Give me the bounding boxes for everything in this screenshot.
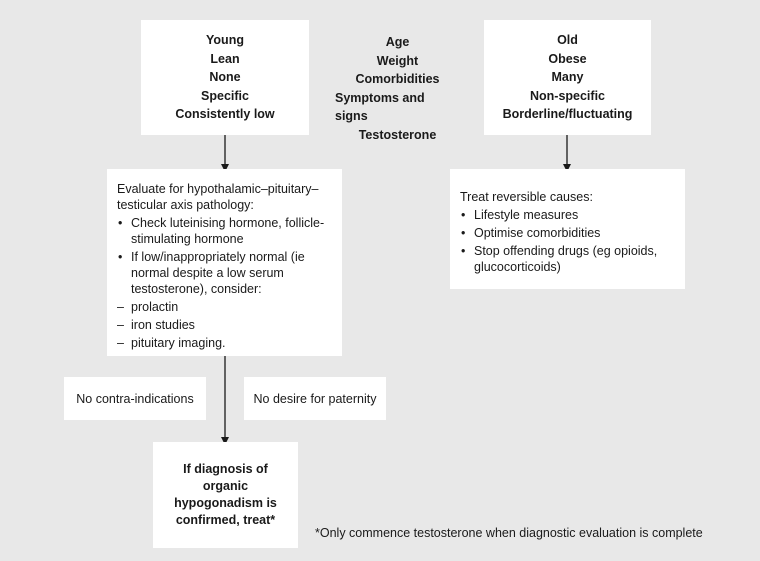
criterion-weight: Weight bbox=[376, 53, 419, 68]
evaluate-list: Check luteinising hormone, follicle-stim… bbox=[117, 215, 332, 297]
treat-item-lifestyle: Lifestyle measures bbox=[460, 207, 675, 223]
criterion-symptoms: Symptoms and signs bbox=[335, 90, 425, 124]
no-contraindications-box: No contra-indications bbox=[64, 377, 206, 420]
profile-symptoms-nonspecific: Non-specific bbox=[529, 88, 605, 103]
profile-weight-obese: Obese bbox=[548, 51, 587, 66]
profile-age-old: Old bbox=[557, 33, 578, 48]
profile-testosterone-borderline: Borderline/fluctuating bbox=[502, 107, 633, 122]
evaluate-intro: Evaluate for hypothalamic–pituitary–test… bbox=[117, 182, 319, 212]
no-paternity-box: No desire for paternity bbox=[244, 377, 386, 420]
footnote: *Only commence testosterone when diagnos… bbox=[315, 526, 703, 540]
evaluate-bullet-low-normal: If low/inappropriately normal (ie normal… bbox=[117, 249, 332, 297]
treat-item-comorbidities: Optimise comorbidities bbox=[460, 225, 675, 241]
profile-comorbidities-none: None bbox=[209, 70, 241, 85]
sub-item-pituitary-imaging: pituitary imaging. bbox=[117, 334, 332, 352]
no-paternity-label: No desire for paternity bbox=[253, 391, 377, 406]
evaluate-sublist: prolactin iron studies pituitary imaging… bbox=[117, 298, 332, 352]
no-contraindications-label: No contra-indications bbox=[76, 391, 194, 406]
treat-item-offending-drugs: Stop offending drugs (eg opioids, glucoc… bbox=[460, 243, 675, 275]
treat-reversible-list: Lifestyle measures Optimise comorbiditie… bbox=[460, 207, 675, 275]
final-treat-box: If diagnosis of organic hypogonadism is … bbox=[153, 442, 298, 548]
criteria-column: Age Weight Comorbidities Symptoms and si… bbox=[335, 33, 460, 144]
sub-item-iron-studies: iron studies bbox=[117, 316, 332, 334]
sub-item-prolactin: prolactin bbox=[117, 298, 332, 316]
profile-box-young: Young Lean None Specific Consistently lo… bbox=[141, 20, 309, 135]
profile-comorbidities-many: Many bbox=[551, 70, 584, 85]
profile-box-old: Old Obese Many Non-specific Borderline/f… bbox=[484, 20, 651, 135]
final-treat-text: If diagnosis of organic hypogonadism is … bbox=[174, 462, 277, 527]
profile-weight-lean: Lean bbox=[210, 51, 240, 66]
treat-reversible-box: Treat reversible causes: Lifestyle measu… bbox=[450, 169, 685, 289]
treat-reversible-title: Treat reversible causes: bbox=[460, 190, 593, 204]
evaluate-bullet-lh-fsh: Check luteinising hormone, follicle-stim… bbox=[117, 215, 332, 247]
profile-testosterone-low: Consistently low bbox=[175, 107, 275, 122]
criterion-age: Age bbox=[385, 35, 410, 49]
criterion-comorbidities: Comorbidities bbox=[355, 72, 440, 86]
evaluate-box: Evaluate for hypothalamic–pituitary–test… bbox=[107, 169, 342, 356]
profile-age-young: Young bbox=[206, 33, 244, 48]
profile-symptoms-specific: Specific bbox=[201, 88, 249, 103]
criterion-testosterone: Testosterone bbox=[358, 127, 437, 142]
